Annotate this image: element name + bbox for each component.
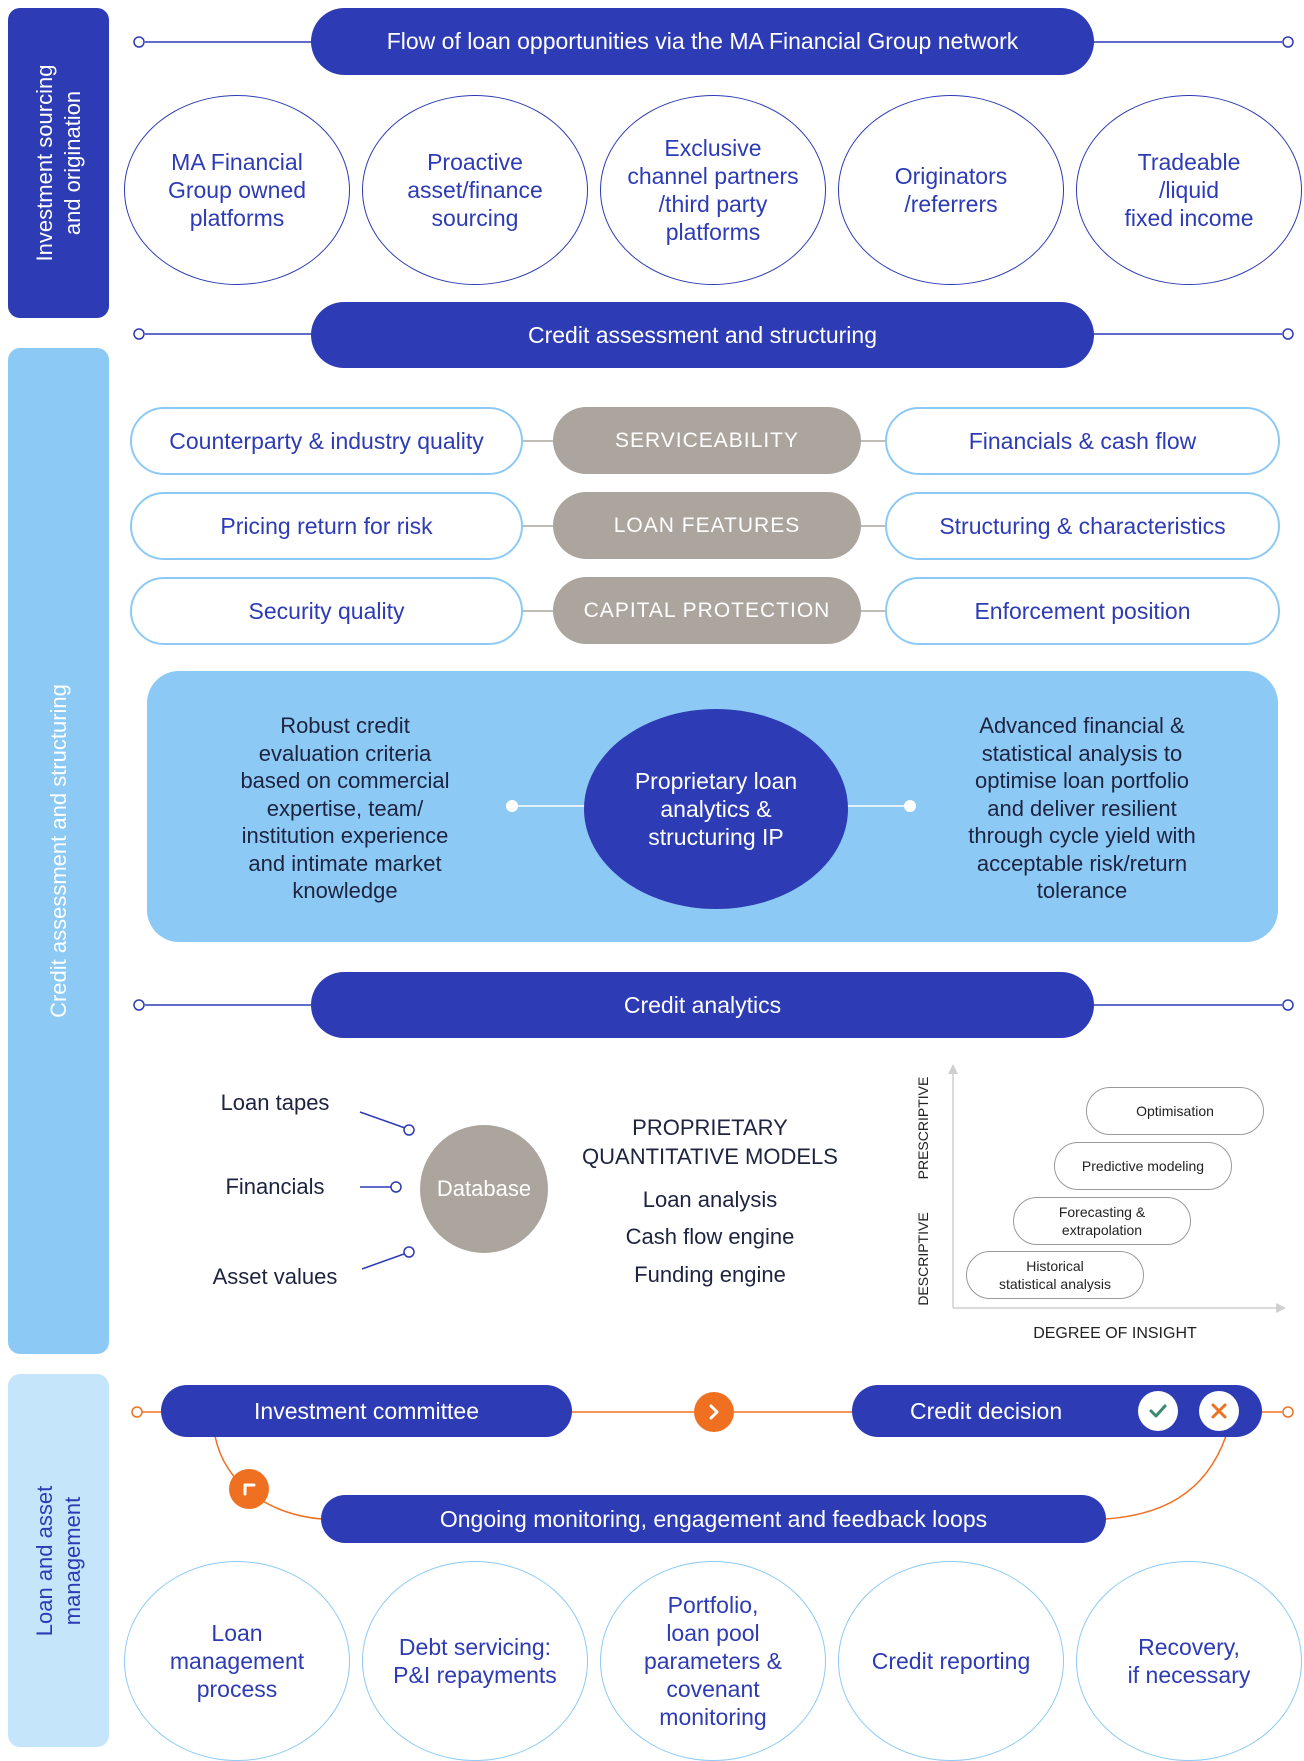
credit-assessment-header-label: Credit assessment and structuring <box>528 321 877 348</box>
assessment-center-label: CAPITAL PROTECTION <box>583 598 831 622</box>
insight-step-label: Historical statistical analysis <box>998 1258 1112 1292</box>
database-label: Database <box>436 1176 532 1201</box>
source-circle-1: MA Financial Group owned platforms <box>124 95 350 285</box>
assessment-right-1: Financials & cash flow <box>885 407 1280 475</box>
insight-step-label: Predictive modeling <box>1081 1158 1205 1174</box>
source-circle-4: Originators /referrers <box>838 95 1064 285</box>
flow-header: Flow of loan opportunities via the MA Fi… <box>311 8 1094 75</box>
loan-mgmt-circle-1: Loan management process <box>124 1561 350 1761</box>
models-title: PROPRIETARY QUANTITATIVE MODELS <box>582 1115 838 1169</box>
assessment-right-label: Structuring & characteristics <box>939 512 1226 539</box>
database-circle: Database <box>420 1125 548 1253</box>
close-icon <box>1199 1391 1239 1431</box>
analytics-left-text: Robust credit evaluation criteria based … <box>240 713 450 903</box>
investment-committee: Investment committee <box>161 1385 572 1437</box>
check-icon <box>1138 1391 1178 1431</box>
models-item-loan-analysis: Loan analysis <box>642 1187 778 1212</box>
sidebar-loan-mgmt: Loan and asset management <box>8 1374 109 1747</box>
assessment-left-1: Counterparty & industry quality <box>130 407 523 475</box>
monitoring-label: Ongoing monitoring, engagement and feedb… <box>439 1505 988 1532</box>
models-item-cash-flow: Cash flow engine <box>625 1224 795 1249</box>
assessment-left-2: Pricing return for risk <box>130 492 523 560</box>
sidebar-sourcing: Investment sourcing and origination <box>8 8 109 318</box>
source-label: Proactive asset/finance sourcing <box>407 149 543 231</box>
insight-step-forecasting: Forecasting & extrapolation <box>1013 1197 1191 1245</box>
loan-mgmt-circle-3: Portfolio, loan pool parameters & covena… <box>600 1561 826 1761</box>
investment-committee-label: Investment committee <box>254 1397 479 1424</box>
source-circle-5: Tradeable /liquid fixed income <box>1076 95 1302 285</box>
source-label: MA Financial Group owned platforms <box>167 149 307 231</box>
assessment-right-3: Enforcement position <box>885 577 1280 645</box>
source-circle-3: Exclusive channel partners /third party … <box>600 95 826 285</box>
assessment-left-label: Pricing return for risk <box>220 512 433 539</box>
insight-x-label: DEGREE OF INSIGHT <box>1033 1325 1197 1342</box>
assessment-left-3: Security quality <box>130 577 523 645</box>
monitoring-pill: Ongoing monitoring, engagement and feedb… <box>321 1495 1106 1543</box>
insight-y-bottom-label: DESCRIPTIVE <box>915 1212 931 1306</box>
loan-mgmt-label: Debt servicing: P&I repayments <box>393 1634 557 1688</box>
credit-decision: Credit decision <box>852 1385 1262 1437</box>
sidebar-credit-label: Credit assessment and structuring <box>45 684 71 1018</box>
analytics-center-oval: Proprietary loan analytics & structuring… <box>584 709 848 909</box>
source-label: Exclusive channel partners /third party … <box>627 135 799 245</box>
assessment-left-label: Counterparty & industry quality <box>169 427 484 454</box>
credit-analytics-header: Credit analytics <box>311 972 1094 1038</box>
models-item-funding: Funding engine <box>634 1262 786 1287</box>
credit-decision-label: Credit decision <box>910 1397 1063 1424</box>
input-asset-values: Asset values <box>212 1264 338 1289</box>
loan-mgmt-circle-2: Debt servicing: P&I repayments <box>362 1561 588 1761</box>
insight-step-historical: Historical statistical analysis <box>966 1251 1144 1299</box>
analytics-center-label: Proprietary loan analytics & structuring… <box>634 768 798 850</box>
insight-step-predictive: Predictive modeling <box>1054 1142 1232 1190</box>
loan-mgmt-circle-4: Credit reporting <box>838 1561 1064 1761</box>
source-circle-2: Proactive asset/finance sourcing <box>362 95 588 285</box>
assessment-center-2: LOAN FEATURES <box>553 492 861 559</box>
loan-mgmt-label: Credit reporting <box>871 1648 1031 1674</box>
input-financials: Financials <box>225 1174 325 1199</box>
loop-arrow-icon <box>229 1469 269 1509</box>
insight-step-optimisation: Optimisation <box>1086 1087 1264 1135</box>
source-label: Originators /referrers <box>894 163 1008 217</box>
loan-mgmt-label: Recovery, if necessary <box>1127 1634 1251 1688</box>
assessment-center-label: SERVICEABILITY <box>614 428 799 452</box>
assessment-right-label: Enforcement position <box>974 597 1191 624</box>
analytics-right-text: Advanced financial & statistical analysi… <box>968 713 1196 903</box>
loan-mgmt-label: Loan management process <box>169 1620 305 1702</box>
assessment-center-1: SERVICEABILITY <box>553 407 861 474</box>
credit-analytics-header-label: Credit analytics <box>623 991 782 1018</box>
flow-header-label: Flow of loan opportunities via the MA Fi… <box>386 28 1019 54</box>
loan-mgmt-circle-5: Recovery, if necessary <box>1076 1561 1302 1761</box>
insight-y-top-label: PRESCRIPTIVE <box>915 1076 931 1180</box>
sidebar-loan-mgmt-label: Loan and asset management <box>31 1485 85 1636</box>
insight-step-label: Optimisation <box>1136 1103 1214 1119</box>
arrow-right-icon <box>694 1392 734 1432</box>
assessment-right-2: Structuring & characteristics <box>885 492 1280 560</box>
assessment-center-label: LOAN FEATURES <box>613 513 801 537</box>
input-loan-tapes: Loan tapes <box>220 1090 330 1115</box>
sidebar-credit: Credit assessment and structuring <box>8 348 109 1354</box>
credit-assessment-header: Credit assessment and structuring <box>311 302 1094 368</box>
loan-mgmt-label: Portfolio, loan pool parameters & covena… <box>643 1592 783 1730</box>
sidebar-sourcing-label: Investment sourcing and origination <box>31 64 85 262</box>
source-label: Tradeable /liquid fixed income <box>1124 149 1254 231</box>
assessment-left-label: Security quality <box>248 597 405 624</box>
assessment-right-label: Financials & cash flow <box>968 427 1197 454</box>
assessment-center-3: CAPITAL PROTECTION <box>553 577 861 644</box>
insight-step-label: Forecasting & extrapolation <box>1058 1204 1146 1238</box>
